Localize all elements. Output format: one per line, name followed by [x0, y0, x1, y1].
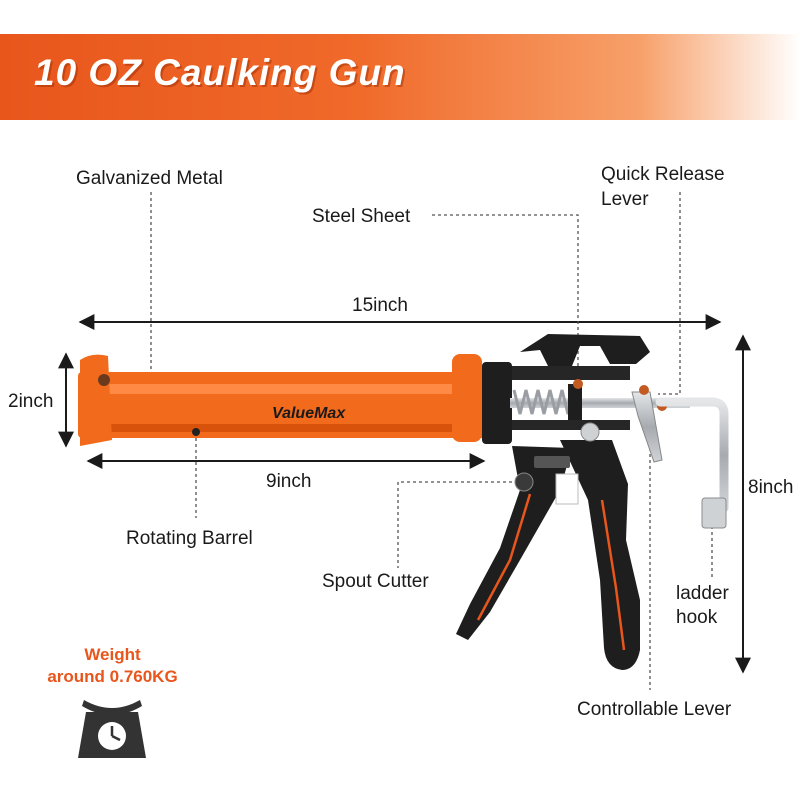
leader-spout-cutter [397, 481, 524, 568]
dimension-barrel-label: 9inch [266, 471, 312, 492]
dimension-length-label: 15inch [352, 295, 408, 316]
weight-info: Weight around 0.760KG [30, 644, 195, 688]
leader-quick-release [658, 192, 681, 395]
label-quick-release-line1: Quick Release [601, 164, 725, 185]
weight-line1: Weight [84, 645, 141, 664]
weight-line2: around 0.760KG [47, 667, 178, 686]
dimension-height-label: 8inch [748, 477, 794, 498]
label-galvanized-metal: Galvanized Metal [76, 168, 223, 189]
ladder-hook [655, 397, 729, 529]
label-spout-cutter: Spout Cutter [322, 571, 429, 592]
label-rotating-barrel: Rotating Barrel [126, 528, 253, 549]
page-title: 10 OZ Caulking Gun [34, 52, 406, 93]
quick-release-lever [631, 385, 667, 463]
label-quick-release-line2: Lever [601, 189, 649, 210]
brand-label: ValueMax [272, 405, 346, 422]
label-controllable-lever: Controllable Lever [577, 699, 732, 720]
spout-cutter [514, 422, 600, 505]
weight-scale-icon [78, 700, 146, 758]
dimension-diameter-label: 2inch [8, 391, 54, 412]
leader-galvanized-metal [108, 192, 152, 381]
title-banner [0, 34, 800, 120]
leader-steel-sheet [432, 214, 579, 382]
label-steel-sheet: Steel Sheet [312, 206, 411, 227]
plunger-rod [510, 379, 690, 420]
rotating-barrel [78, 354, 486, 446]
label-ladder-hook-line1: ladder [676, 583, 729, 604]
label-ladder-hook-line2: hook [676, 607, 718, 628]
gun-frame [482, 334, 650, 444]
controllable-lever [456, 446, 572, 640]
grip-handle [560, 440, 640, 670]
